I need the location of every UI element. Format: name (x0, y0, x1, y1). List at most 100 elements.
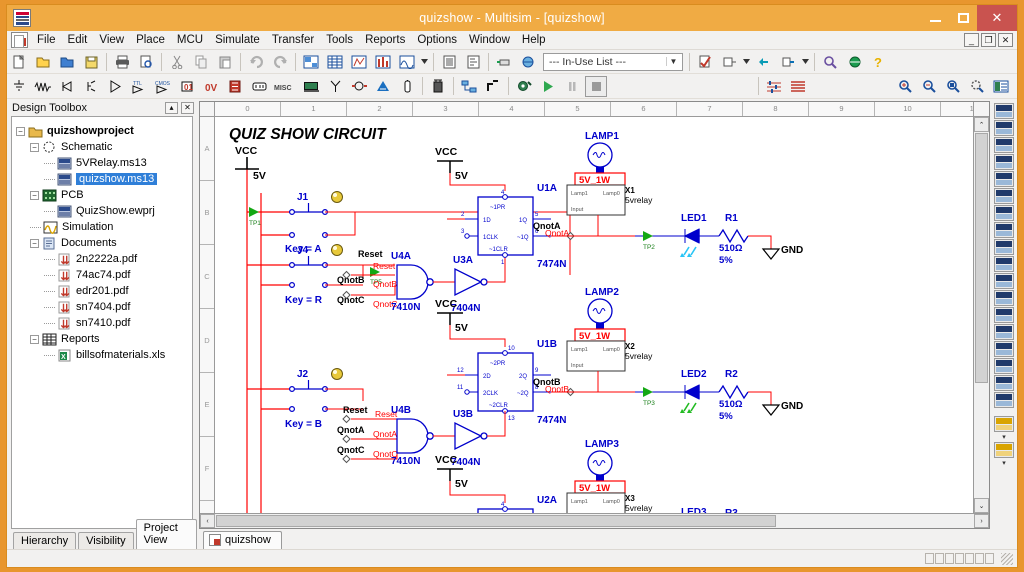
tree-expander[interactable]: − (30, 334, 39, 344)
print-preview-icon[interactable] (135, 51, 157, 72)
tree-item-quizshowproject[interactable]: −quizshowproject (16, 123, 190, 139)
indicator-icon[interactable] (224, 76, 246, 97)
forward-annotate-icon[interactable] (462, 51, 484, 72)
erc-icon[interactable] (694, 51, 716, 72)
tab-hierarchy[interactable]: Hierarchy (13, 532, 77, 549)
basic-icon[interactable] (32, 76, 54, 97)
print-icon[interactable] (111, 51, 133, 72)
mdi-restore-button[interactable]: ❐ (981, 33, 996, 47)
resize-grip[interactable] (1001, 552, 1013, 565)
tree-item-edr201-pdf[interactable]: ⇊edr201.pdf (16, 283, 190, 299)
analysis-icon[interactable] (348, 51, 370, 72)
zoom-area-icon[interactable] (942, 76, 964, 97)
panel-close-button[interactable]: ✕ (181, 101, 194, 114)
agilent-oscilloscope-icon[interactable] (994, 375, 1014, 391)
misc-digital-icon[interactable]: 01 (176, 76, 198, 97)
electromechanical-icon[interactable] (348, 76, 370, 97)
horizontal-scrollbar[interactable]: ‹ › (200, 513, 989, 528)
labview-instruments-dropdown-arrow-icon[interactable]: ▾ (1002, 460, 1006, 467)
horizontal-scroll-thumb[interactable] (216, 515, 776, 527)
stop-icon[interactable] (585, 75, 607, 97)
advanced-peripheral-icon[interactable] (300, 76, 322, 97)
export-schematic-icon[interactable] (718, 51, 740, 72)
close-button[interactable]: ✕ (977, 5, 1017, 31)
zoom-fit-icon[interactable] (966, 76, 988, 97)
vertical-scrollbar[interactable]: ⌃ ⌄ (973, 117, 989, 513)
simulate-graph-icon[interactable] (396, 51, 418, 72)
bode-plotter-icon[interactable] (994, 188, 1014, 204)
hierarchy-icon[interactable] (458, 76, 480, 97)
iv-analyzer-icon[interactable] (994, 273, 1014, 289)
menu-item-edit[interactable]: Edit (67, 34, 88, 46)
zoom-in-icon[interactable] (894, 76, 916, 97)
vertical-scroll-thumb[interactable] (975, 133, 988, 383)
open-icon[interactable] (32, 51, 54, 72)
menu-item-place[interactable]: Place (136, 34, 165, 46)
menu-item-help[interactable]: Help (521, 34, 546, 46)
chevron-down-icon[interactable]: ▼ (666, 57, 680, 66)
postprocessor-icon[interactable] (372, 51, 394, 72)
ttl-icon[interactable]: TTL (128, 76, 150, 97)
source-icon[interactable] (8, 76, 30, 97)
tab-visibility[interactable]: Visibility (78, 532, 134, 549)
copy-icon[interactable] (190, 51, 212, 72)
tree-item-5vrelay-ms13[interactable]: 5VRelay.ms13 (16, 155, 190, 171)
function-generator-icon[interactable] (994, 120, 1014, 136)
transistor-icon[interactable] (80, 76, 102, 97)
full-screen-icon[interactable] (300, 51, 322, 72)
tree-item-74ac74-pdf[interactable]: ⇊74ac74.pdf (16, 267, 190, 283)
undo-icon[interactable] (245, 51, 267, 72)
export-data-dropdown-arrow-icon[interactable] (801, 51, 810, 72)
tree-item-documents[interactable]: −Documents (16, 235, 190, 251)
four-channel-oscilloscope-icon[interactable] (994, 171, 1014, 187)
zoom-sheet-icon[interactable] (990, 76, 1012, 97)
panel-collapse-button[interactable]: ▴ (165, 101, 178, 114)
tree-expander[interactable]: − (30, 142, 39, 152)
tree-item-2n2222a-pdf[interactable]: ⇊2n2222a.pdf (16, 251, 190, 267)
tree-item-pcb[interactable]: −PCB (16, 187, 190, 203)
menu-item-file[interactable]: File (37, 34, 56, 46)
power-icon[interactable] (248, 76, 270, 97)
import-icon[interactable] (517, 51, 539, 72)
nimydaq-icon[interactable] (372, 76, 394, 97)
menu-item-tools[interactable]: Tools (326, 34, 354, 46)
scroll-up-button[interactable]: ⌃ (974, 117, 989, 132)
multimeter-icon[interactable] (994, 103, 1014, 119)
logic-analyzer-icon[interactable] (994, 256, 1014, 272)
misc-icon[interactable]: MISC (272, 76, 298, 97)
import-data-icon[interactable] (753, 51, 775, 72)
export-netlist-icon[interactable] (493, 51, 515, 72)
oscilloscope-icon[interactable] (994, 154, 1014, 170)
pause-icon[interactable] (561, 76, 583, 97)
menu-item-options[interactable]: Options (417, 34, 457, 46)
mixed-icon[interactable]: 0V (200, 76, 222, 97)
in-use-list-combo[interactable]: --- In-Use List --- ▼ (543, 52, 683, 71)
export-dropdown-arrow-icon[interactable] (742, 51, 751, 72)
word-generator-icon[interactable] (994, 222, 1014, 238)
tree-item-quizshow-ewprj[interactable]: QuizShow.ewprj (16, 203, 190, 219)
interactive-simulation-icon[interactable] (513, 76, 535, 97)
menu-item-transfer[interactable]: Transfer (271, 34, 315, 46)
diode-icon[interactable] (56, 76, 78, 97)
scroll-right-button[interactable]: › (974, 514, 989, 528)
schematic-sheet[interactable]: QUIZ SHOW CIRCUIT (215, 117, 973, 513)
export-data-icon[interactable] (777, 51, 799, 72)
cmos-icon[interactable]: CMOS (152, 76, 174, 97)
scroll-down-button[interactable]: ⌄ (974, 498, 989, 513)
mcu-icon[interactable] (427, 76, 449, 97)
menu-item-reports[interactable]: Reports (365, 34, 406, 46)
measurement-probe-icon[interactable] (994, 416, 1014, 432)
zoom-out-icon[interactable] (918, 76, 940, 97)
analog-icon[interactable] (104, 76, 126, 97)
mdi-close-button[interactable]: ✕ (998, 33, 1013, 47)
wattmeter-icon[interactable] (994, 137, 1014, 153)
spectrum-analyzer-icon[interactable] (994, 307, 1014, 323)
tree-expander[interactable]: − (30, 238, 39, 248)
back-annotate-icon[interactable] (438, 51, 460, 72)
labview-instruments-icon[interactable] (994, 442, 1014, 458)
tree-item-sn7410-pdf[interactable]: ⇊sn7410.pdf (16, 315, 190, 331)
measurement-probe-dropdown-arrow-icon[interactable]: ▾ (1002, 434, 1006, 441)
menu-item-mcu[interactable]: MCU (176, 34, 204, 46)
scroll-left-button[interactable]: ‹ (200, 514, 215, 528)
